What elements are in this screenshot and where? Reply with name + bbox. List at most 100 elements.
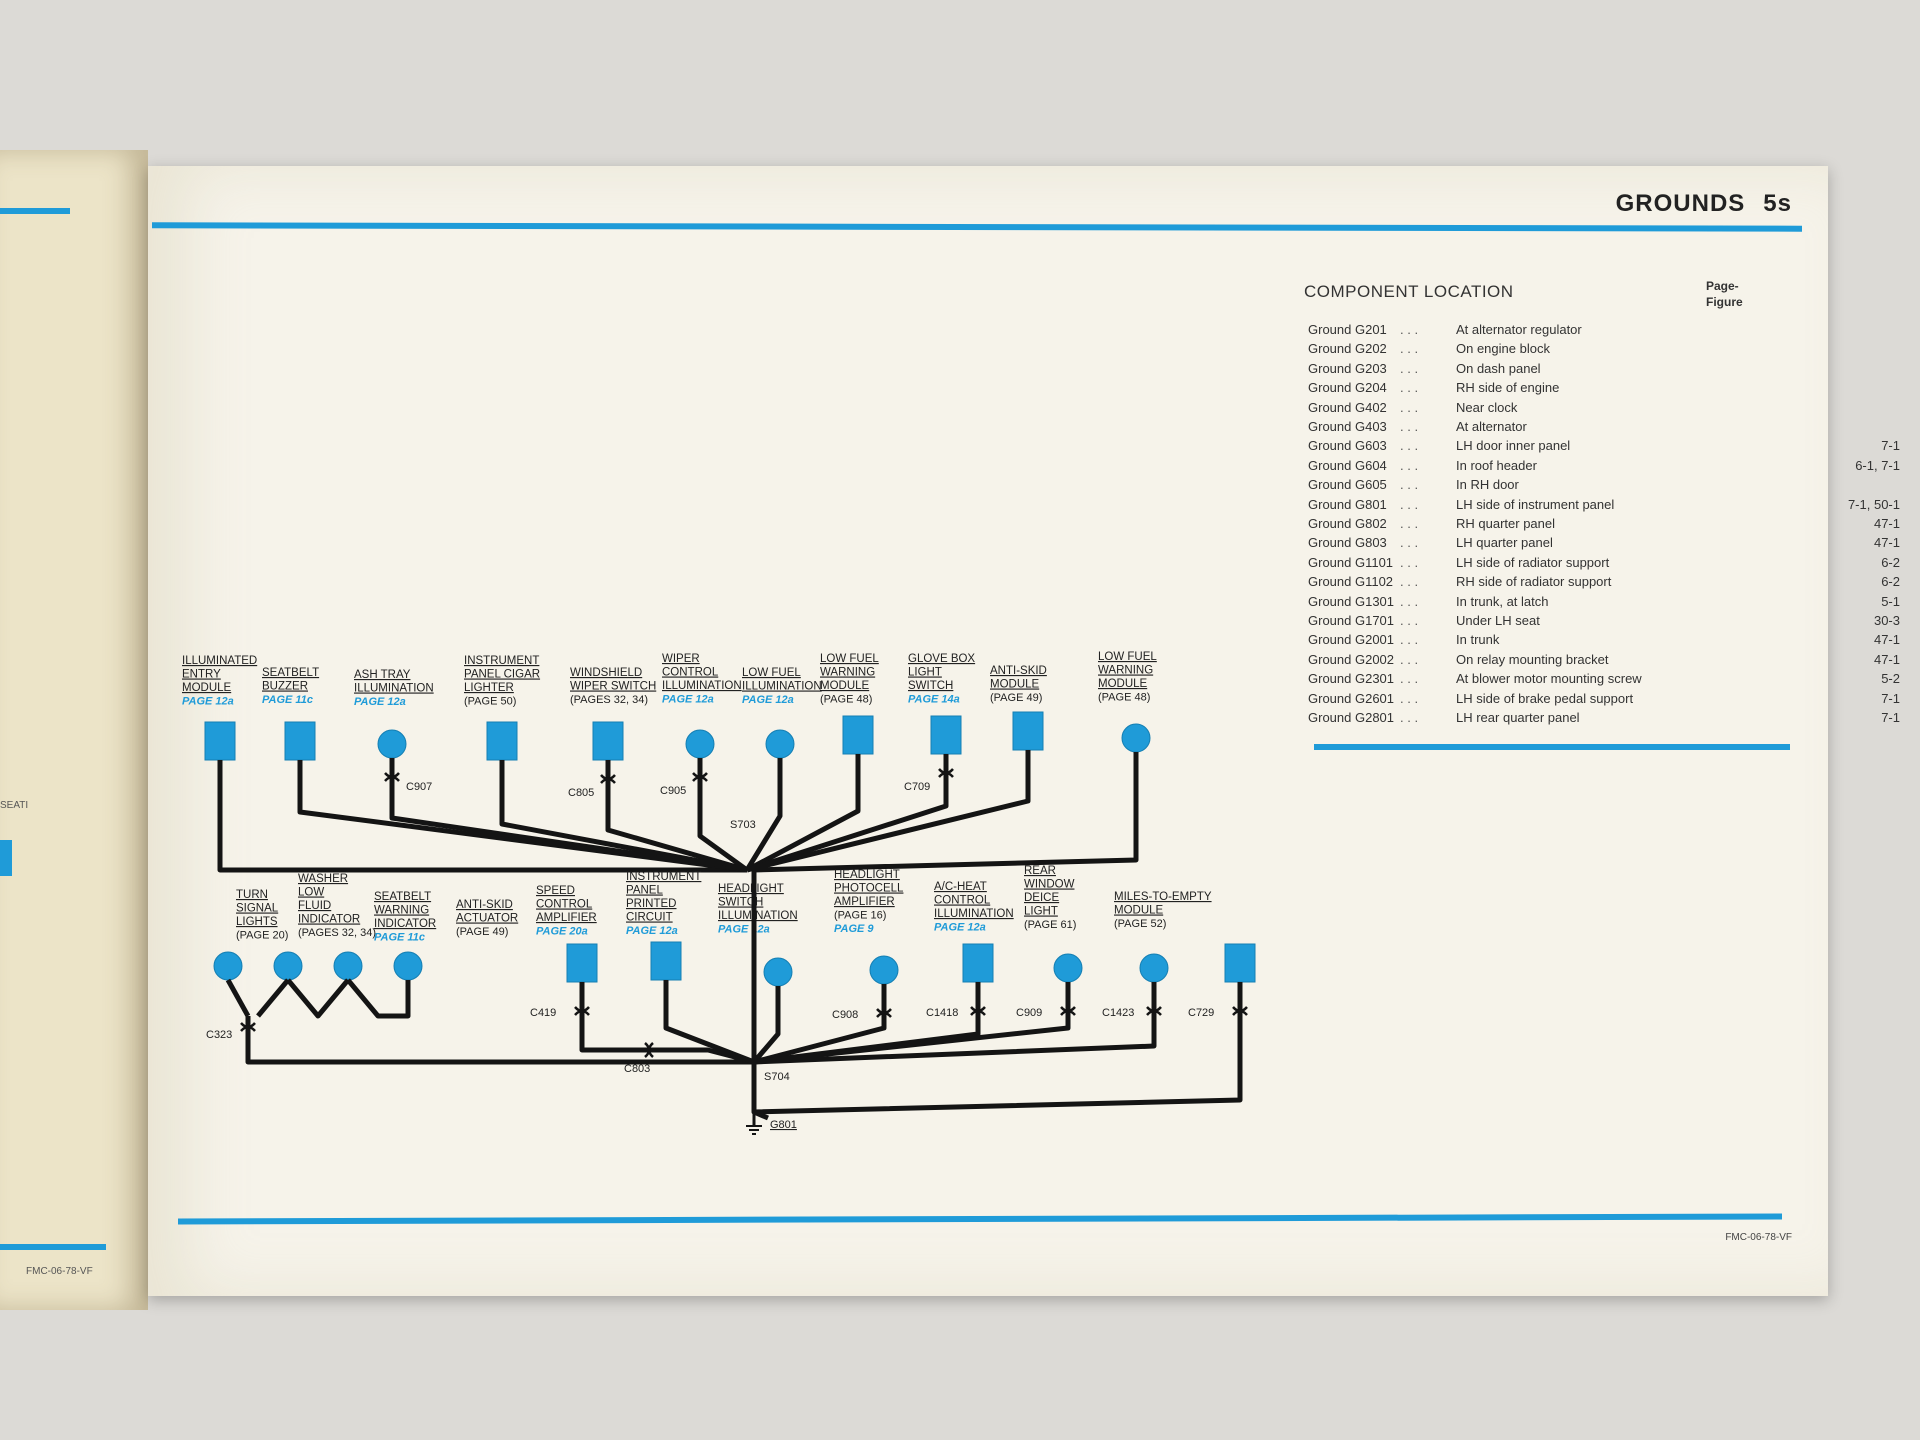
upper-component-label: WIPER SWITCH [570,681,656,693]
location-row: Ground G2601. . .LH side of brake pedal … [1308,691,1908,710]
location-row: Ground G204. . .RH side of engine [1308,380,1908,399]
upper-component-label: MODULE [1098,678,1148,690]
left-page-fragment-symbol [0,840,12,876]
upper-lamp-symbol [685,729,715,759]
lower-component-label: INDICATOR [298,914,360,926]
upper-page-reference: PAGE 12a [354,696,406,708]
lower-lamp-symbol [763,957,793,987]
upper-component-label: SWITCH [908,680,953,692]
lower-ground-wire [225,978,251,1018]
lower-page-reference: (PAGE 52) [1114,918,1166,930]
location-page-figure: 7-1, 50-1 [1847,496,1900,512]
location-description: Under LH seat [1456,613,1540,628]
location-ground-id: Ground G803 [1308,535,1387,551]
upper-module-symbol [486,721,518,761]
connector-label: C419 [530,1007,556,1019]
ground-label-g801: G801 [770,1119,797,1131]
location-description: Near clock [1456,399,1518,415]
connector-label: C905 [660,785,686,797]
location-leader-dots: . . . [1400,457,1419,473]
upper-page-reference: PAGE 12a [662,694,714,706]
location-leader-dots: . . . [1400,419,1419,434]
lower-lamp-symbol [333,951,363,981]
upper-ground-wire [499,760,748,873]
upper-lamp-symbol [765,729,795,759]
connector-label-c323: C323 [206,1029,232,1041]
lower-page-reference-2: PAGE 9 [834,923,874,935]
location-description: LH quarter panel [1456,535,1553,551]
lower-module-symbol [962,943,994,983]
lower-component-label: WINDOW [1024,879,1075,891]
location-page-figure: 6-2 [1881,574,1900,590]
upper-module-symbol [842,715,874,755]
connector-symbol [1060,1006,1076,1016]
location-ground-id: Ground G605 [1308,477,1387,493]
lower-component-label: DEICE [1024,892,1059,904]
upper-ground-wire [746,754,949,873]
connector-symbol [970,1006,986,1016]
upper-page-reference: (PAGE 49) [990,692,1042,704]
location-row: Ground G202. . .On engine block [1308,341,1908,360]
upper-page-reference: (PAGE 48) [1098,692,1150,704]
upper-component-label: MODULE [182,682,232,694]
location-description: On engine block [1456,341,1550,357]
lower-component-label: LOW [298,887,324,899]
lower-lamp-symbol [273,951,303,981]
location-ground-id: Ground G2801 [1308,710,1395,725]
connector-label: C1418 [926,1007,958,1019]
location-description: RH side of radiator support [1456,574,1612,590]
upper-ground-wire [752,752,1139,873]
page-title-text: GROUNDS [1615,190,1746,217]
connector-symbol [644,1042,654,1058]
left-facing-page: SEATI FMC-06-78-VF [0,150,148,1310]
left-page-footer-code: FMC-06-78-VF [26,1266,93,1277]
upper-module-symbol [1012,711,1044,751]
lower-component-label: SWITCH [718,897,763,909]
location-ground-id: Ground G1701 [1308,613,1395,628]
lower-ground-wire [663,980,755,1065]
lower-component-label: WASHER [298,873,348,885]
location-description: In roof header [1456,457,1537,473]
upper-module-symbol [284,721,316,761]
upper-ground-wire [605,760,748,873]
lower-ground-wire [753,984,887,1065]
location-leader-dots: . . . [1400,516,1419,531]
location-leader-dots: . . . [1400,710,1419,725]
lower-component-label: AMPLIFIER [834,896,895,908]
lower-component-label: MODULE [1114,905,1164,917]
location-leader-dots: . . . [1400,360,1419,376]
upper-ground-wire [297,760,748,873]
upper-component-label: WIPER [662,653,700,665]
lower-page-reference: (PAGE 16) [834,910,886,922]
upper-component-label: LOW FUEL [742,667,801,679]
location-leader-dots: . . . [1400,496,1419,512]
location-description: At alternator [1456,419,1527,434]
location-description: RH side of engine [1456,380,1560,396]
location-description: LH side of instrument panel [1456,496,1615,512]
location-leader-dots: . . . [1400,554,1419,570]
lower-component-label: ILLUMINATION [934,908,1014,920]
connector-symbol [938,768,954,778]
location-row: Ground G2002. . .On relay mounting brack… [1308,652,1908,671]
location-description: On relay mounting bracket [1456,651,1609,667]
connector-label: C907 [406,781,432,793]
location-ground-id: Ground G202 [1308,341,1387,357]
connector-symbol [1146,1006,1162,1016]
lower-component-label: SPEED [536,885,575,897]
location-page-figure: 6-1, 7-1 [1855,457,1900,473]
location-description: At alternator regulator [1456,322,1582,337]
upper-lamp-symbol [1121,723,1151,753]
upper-ground-wire [746,750,1031,873]
location-ground-id: Ground G2002 [1308,651,1395,667]
location-description: LH side of radiator support [1456,554,1610,570]
upper-ground-wire [697,758,749,873]
upper-component-label: LIGHTER [464,682,514,694]
lower-module-symbol [566,943,598,983]
lower-page-reference: PAGE 12a [934,922,986,934]
upper-page-reference: (PAGES 32, 34) [570,694,648,706]
lower-page-reference: (PAGE 20) [236,930,288,942]
lower-page-reference: PAGE 12a [626,925,678,937]
